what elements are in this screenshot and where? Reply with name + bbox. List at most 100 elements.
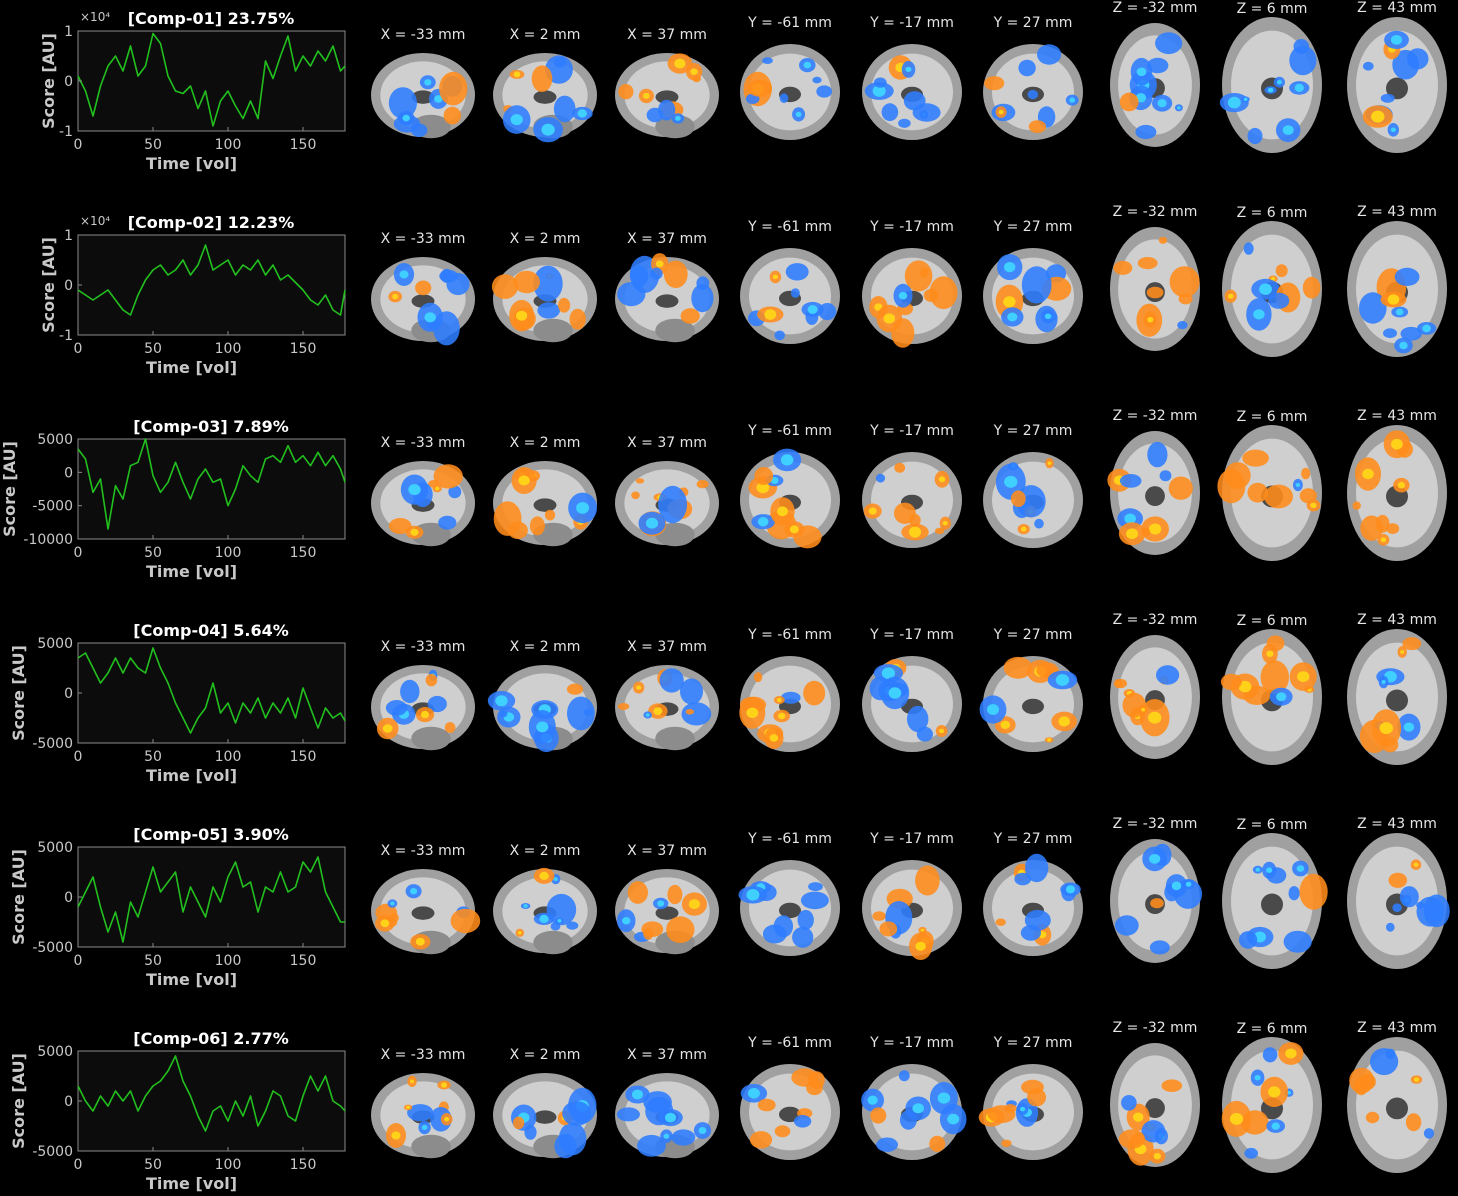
slice-label: Z = 43 mm [1357,816,1437,832]
x-tick-label: 50 [144,341,162,357]
activation-peak [516,310,528,321]
y-tick-label: -5000 [32,1144,73,1160]
activation-blob [554,1133,577,1159]
ventricle [1145,1098,1165,1119]
brain-slice: Z = 6 mm [1217,409,1322,561]
cerebellum [533,930,573,955]
activation-peak [1177,106,1181,110]
slice-label: Y = -17 mm [869,219,954,235]
ventricle [655,906,679,920]
slice-label: Y = 27 mm [993,219,1073,235]
y-tick-label: 1 [64,24,73,40]
activation-peak [905,66,912,73]
activation-peak [1148,523,1162,535]
activation-peak [523,904,528,908]
activation-blob [643,1091,672,1114]
activation-blob [1247,127,1263,145]
activation-blob [433,464,463,489]
activation-blob [1359,292,1387,324]
activation-peak [1136,67,1147,77]
ventricle [655,90,679,104]
activation-blob [1149,940,1170,955]
activation-peak [777,506,788,517]
y-axis-label: Score [AU] [39,33,58,129]
activation-peak [1371,110,1385,123]
activation-blob [1161,1079,1183,1092]
activation-peak [772,274,779,280]
activation-peak [795,111,802,117]
activation-blob [1156,665,1180,685]
activation-peak [1058,716,1070,727]
activation-blob [1264,484,1293,509]
brain-slice: X = 2 mm [487,639,597,753]
brain-slice: Z = 6 mm [1219,1,1322,153]
brain-slice: Y = -17 mm [862,627,962,752]
ventricle [411,906,435,920]
y-tick-label: 0 [64,278,73,294]
activation-blob [1349,1067,1375,1094]
y-tick-label: 0 [64,686,73,702]
activation-blob [635,478,645,484]
plot-frame [77,846,346,948]
activation-peak [1268,1086,1281,1098]
x-tick-label: 150 [290,137,317,153]
ventricle [1261,893,1283,916]
activation-peak [517,931,522,935]
slice-label: Z = -32 mm [1113,408,1198,424]
brain-slice: X = -33 mm [371,843,481,955]
activation-blob [1416,901,1425,909]
x-axis-label: Time [vol] [146,154,237,173]
slice-label: Y = -61 mm [747,831,832,847]
y-tick-label: 0 [64,74,73,90]
activation-peak [1227,293,1234,299]
slice-label: X = 37 mm [627,639,707,655]
activation-blob [1034,518,1044,529]
activation-peak [1282,125,1294,135]
y-tick-label: 1 [64,228,73,244]
activation-peak [675,115,681,121]
activation-blob [493,501,522,536]
activation-blob [1018,59,1036,77]
x-tick-label: 100 [215,545,242,561]
activation-blob [1115,678,1127,689]
activation-blob [1119,474,1142,488]
activation-blob [658,485,687,524]
activation-peak [1047,738,1052,742]
activation-blob [1147,441,1168,468]
activation-blob [1027,89,1039,100]
activation-blob [995,918,1006,926]
activation-blob [915,865,940,896]
activation-peak [380,919,390,928]
brain-slice: X = 37 mm [615,435,719,547]
cerebellum [655,726,695,751]
slice-label: X = 37 mm [627,27,707,43]
activation-peak [663,1133,670,1139]
activation-peak [391,1131,401,1140]
activation-peak [1227,96,1241,109]
activation-blob [1141,1120,1166,1143]
activation-blob [1169,266,1200,298]
activation-blob [681,702,712,726]
slice-label: X = 2 mm [510,1047,581,1063]
activation-blob [1010,490,1026,508]
brain-slice: Z = 6 mm [1221,1021,1322,1173]
x-tick-label: 150 [290,953,317,969]
brain-slice: Z = 43 mm [1347,204,1447,357]
activation-peak [881,667,896,679]
activation-blob [1394,267,1420,286]
slice-label: Y = -61 mm [747,423,832,439]
slice-label: Z = 6 mm [1237,613,1308,629]
activation-peak [769,734,779,742]
slice-label: X = -33 mm [381,231,466,247]
slice-label: Y = 27 mm [993,831,1073,847]
activation-peak [1229,1113,1244,1125]
y-axis-label: Score [AU] [9,645,28,741]
slice-label: Y = -17 mm [869,831,954,847]
x-tick-label: 100 [215,341,242,357]
activation-peak [1047,461,1052,465]
